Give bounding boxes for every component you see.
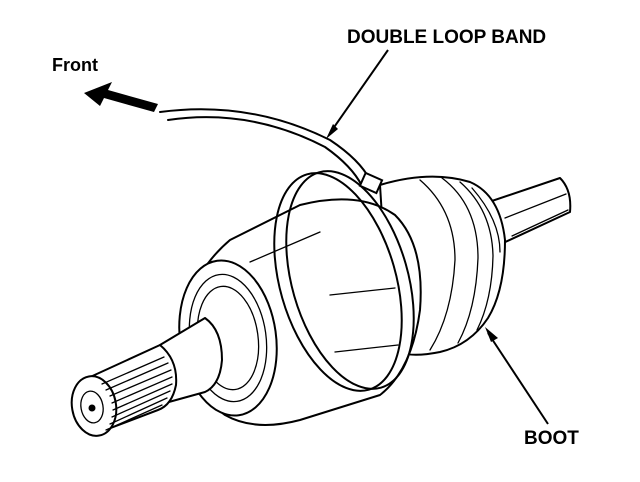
splined-stub-shaft [70, 317, 223, 437]
double-loop-band-label: DOUBLE LOOP BAND [347, 27, 546, 48]
double-loop-band [159, 108, 415, 392]
boot-label: BOOT [524, 428, 579, 449]
joint-housing [178, 198, 422, 426]
front-label: Front [52, 55, 98, 75]
leader-lines [326, 49, 549, 425]
front-arrow [84, 82, 158, 112]
